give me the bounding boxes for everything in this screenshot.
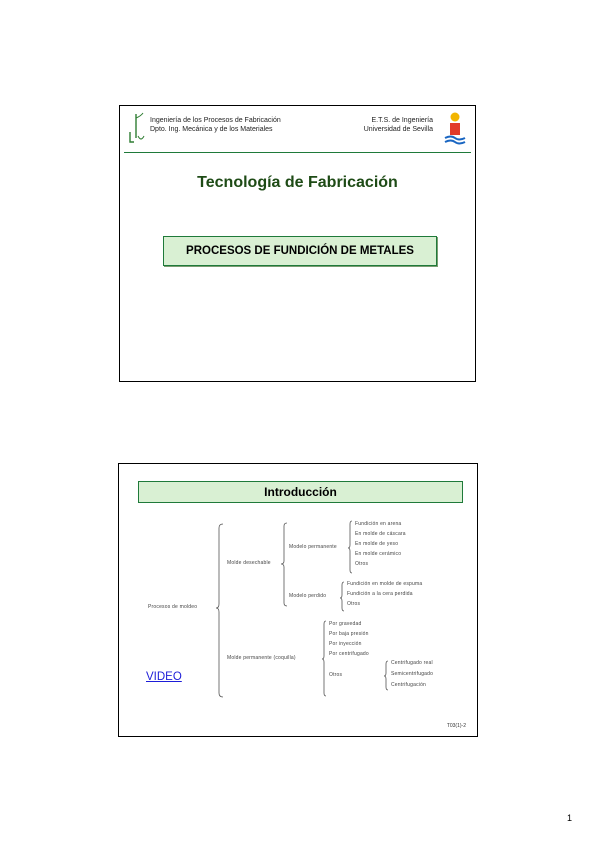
header-divider [124, 152, 471, 153]
tree-l4-item: Semicentrifugado [391, 671, 434, 677]
ets-logo [444, 112, 466, 145]
tree-l3-item: Por gravedad [329, 621, 362, 627]
tree-l3-item: Otros [347, 601, 361, 607]
tree-l3-item: Fundición en arena [355, 521, 402, 527]
slide-header: Ingeniería de los Procesos de Fabricació… [120, 106, 475, 154]
department-line-2: Dpto. Ing. Mecánica y de los Materiales [150, 126, 273, 133]
tree-l3-item: Por baja presión [329, 631, 369, 637]
school-line-1: E.T.S. de Ingeniería [371, 117, 433, 124]
slide-2: Introducción Procesos de moldeo Molde de… [118, 463, 478, 737]
university-logo [129, 112, 145, 143]
tree-l4-item: Centrifugación [391, 682, 427, 688]
tree-l3-item: En molde cerámico [355, 551, 402, 557]
tree-l3-item: Fundición a la cera perdida [347, 591, 413, 597]
bracket-molde-desechable [280, 522, 288, 607]
tree-l3-item: Otros [329, 672, 343, 678]
department-line-1: Ingeniería de los Procesos de Fabricació… [150, 117, 281, 124]
bracket-root [215, 523, 224, 698]
page-number: 1 [566, 813, 572, 823]
tree-l3-item: Otros [355, 561, 369, 567]
tree-l3-item: Por centrifugado [329, 651, 369, 657]
tree-l3-item: En molde de cáscara [355, 531, 406, 537]
slide-number: T03(1)-2 [446, 723, 466, 729]
tree-root: Procesos de moldeo [148, 604, 198, 610]
bracket-molde-permanente [321, 620, 327, 697]
tree-l1-item: Molde permanente (coquilla) [227, 655, 296, 661]
bracket-centrifugado [383, 660, 389, 691]
slide-title: Tecnología de Fabricación [197, 174, 398, 191]
slide-title: Introducción [138, 481, 463, 503]
institution-left: Ingeniería de los Procesos de Fabricació… [150, 116, 281, 134]
tree-l3-item: En molde de yeso [355, 541, 399, 547]
school-line-2: Universidad de Sevilla [363, 126, 433, 133]
tree-l4-item: Centrifugado real [391, 660, 433, 666]
tree-l2-item: Modelo perdido [289, 593, 327, 599]
institution-right: E.T.S. de Ingeniería Universidad de Sevi… [364, 116, 433, 134]
video-link[interactable]: VIDEO [146, 671, 182, 683]
slide-subtitle-box: PROCESOS DE FUNDICIÓN DE METALES [163, 236, 437, 266]
tree-l2-item: Modelo permanente [289, 544, 337, 550]
tree-l1-item: Molde desechable [227, 560, 271, 566]
tree-l3-item: Por inyección [329, 641, 362, 647]
bracket-modelo-permanente [347, 520, 353, 574]
bracket-modelo-perdido [339, 581, 345, 612]
slide-1: Ingeniería de los Procesos de Fabricació… [119, 105, 476, 382]
tree-brackets [215, 520, 389, 698]
tree-l3-item: Fundición en molde de espuma [347, 581, 423, 587]
